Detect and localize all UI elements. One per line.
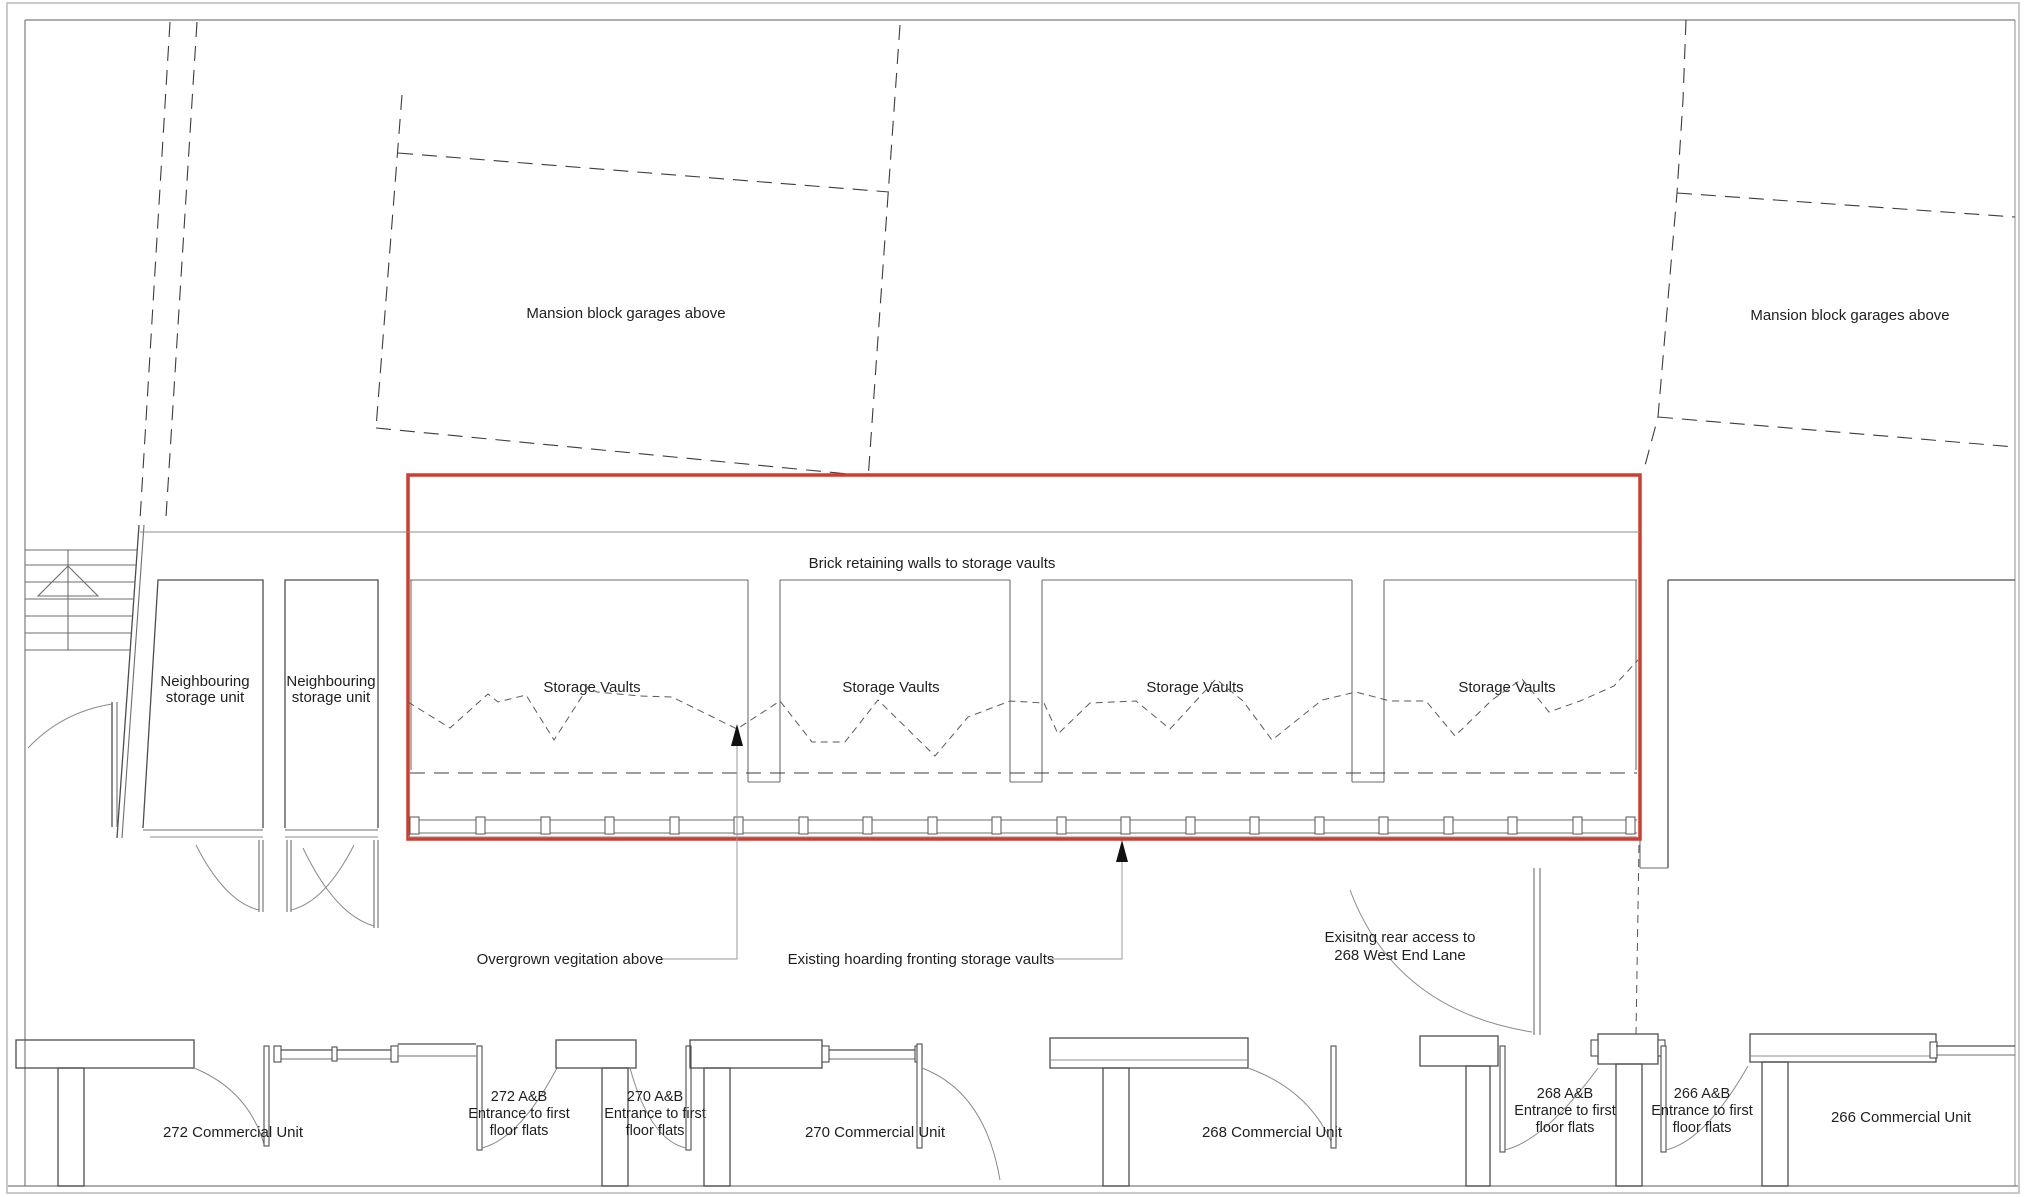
annotation-rear-access: Exisitng rear access to 268 West End Lan… bbox=[1325, 868, 1541, 1035]
label-brick-retaining: Brick retaining walls to storage vaults bbox=[809, 555, 1056, 572]
entrance-268ab: 268 A&B Entrance to first floor flats bbox=[1419, 1035, 1616, 1187]
label-272ab-line2: Entrance to first bbox=[468, 1106, 570, 1122]
stairs bbox=[25, 549, 137, 651]
label-268ab-line1: 268 A&B bbox=[1537, 1086, 1593, 1102]
leader-arrow-icon bbox=[731, 724, 743, 746]
label-overgrown-vegetation: Overgrown vegitation above bbox=[477, 951, 664, 968]
parcel-right-garages: Mansion block garages above bbox=[1642, 19, 2016, 474]
unit-266: 266 Commercial Unit bbox=[1749, 1033, 2015, 1187]
site-boundary-highlight bbox=[406, 473, 1642, 841]
label-266-commercial: 266 Commercial Unit bbox=[1831, 1109, 1972, 1126]
label-270ab-line2: Entrance to first bbox=[604, 1106, 706, 1122]
storage-unit-doors bbox=[195, 840, 379, 928]
label-270-commercial: 270 Commercial Unit bbox=[805, 1124, 946, 1141]
label-existing-hoarding: Existing hoarding fronting storage vault… bbox=[788, 951, 1055, 968]
stair-direction-arrow bbox=[36, 565, 100, 597]
label-storage-vaults-1: Storage Vaults bbox=[543, 679, 640, 696]
left-yard-door bbox=[27, 702, 118, 827]
label-272-commercial: 272 Commercial Unit bbox=[163, 1124, 304, 1141]
parcel-left-garages: Mansion block garages above bbox=[375, 24, 901, 481]
vegetation-line bbox=[407, 659, 1639, 757]
left-boundary-and-stairs bbox=[25, 21, 198, 839]
hoarding-posts bbox=[409, 816, 1636, 835]
sheet-border bbox=[6, 2, 2020, 1194]
entrance-270ab: 270 A&B Entrance to first floor flats bbox=[604, 1045, 706, 1151]
label-266ab-line1: 266 A&B bbox=[1674, 1086, 1730, 1102]
annotation-vegetation: Overgrown vegitation above bbox=[477, 724, 743, 968]
unit-272: 272 Commercial Unit bbox=[15, 1039, 399, 1187]
storage-vault-bays: Storage Vaults Storage Vaults Storage Va… bbox=[407, 579, 1639, 783]
unit-268: 268 Commercial Unit bbox=[1049, 1037, 1343, 1187]
label-266ab-line2: Entrance to first bbox=[1651, 1103, 1753, 1119]
label-268ab-line2: Entrance to first bbox=[1514, 1103, 1616, 1119]
rear-access-door-swing bbox=[1349, 889, 1533, 1033]
label-268ab-line3: floor flats bbox=[1536, 1120, 1595, 1136]
label-272ab-line1: 272 A&B bbox=[491, 1089, 547, 1105]
label-rear-access-line2: 268 West End Lane bbox=[1334, 947, 1465, 964]
entrance-266ab: 266 A&B Entrance to first floor flats bbox=[1590, 1033, 1753, 1187]
label-mansion-garages-right: Mansion block garages above bbox=[1750, 307, 1949, 324]
unit-270: 270 Commercial Unit bbox=[689, 1039, 1001, 1187]
label-neighbouring-1-line2: storage unit bbox=[166, 689, 245, 706]
label-storage-vaults-4: Storage Vaults bbox=[1458, 679, 1555, 696]
label-rear-access-line1: Exisitng rear access to bbox=[1325, 929, 1476, 946]
neighbouring-storage-units: Neighbouring storage unit Neighbouring s… bbox=[142, 579, 379, 928]
label-neighbouring-1-line1: Neighbouring bbox=[160, 673, 249, 690]
label-270ab-line3: floor flats bbox=[626, 1123, 685, 1139]
leader-arrow-icon bbox=[1116, 840, 1128, 862]
hoarding-strip bbox=[408, 816, 1637, 838]
label-neighbouring-2-line1: Neighbouring bbox=[286, 673, 375, 690]
right-neighbouring-building bbox=[1635, 579, 2015, 1035]
commercial-parade: 272 Commercial Unit 272 A&B Entrance to … bbox=[15, 1033, 2015, 1187]
label-266ab-line3: floor flats bbox=[1673, 1120, 1732, 1136]
label-270ab-line1: 270 A&B bbox=[627, 1089, 683, 1105]
label-mansion-garages-left: Mansion block garages above bbox=[526, 305, 725, 322]
label-storage-vaults-2: Storage Vaults bbox=[842, 679, 939, 696]
label-268-commercial: 268 Commercial Unit bbox=[1202, 1124, 1343, 1141]
entrance-272ab: 272 A&B Entrance to first floor flats bbox=[397, 1039, 637, 1187]
label-neighbouring-2-line2: storage unit bbox=[292, 689, 371, 706]
label-272ab-line3: floor flats bbox=[490, 1123, 549, 1139]
annotation-hoarding: Existing hoarding fronting storage vault… bbox=[788, 840, 1128, 968]
label-storage-vaults-3: Storage Vaults bbox=[1146, 679, 1243, 696]
